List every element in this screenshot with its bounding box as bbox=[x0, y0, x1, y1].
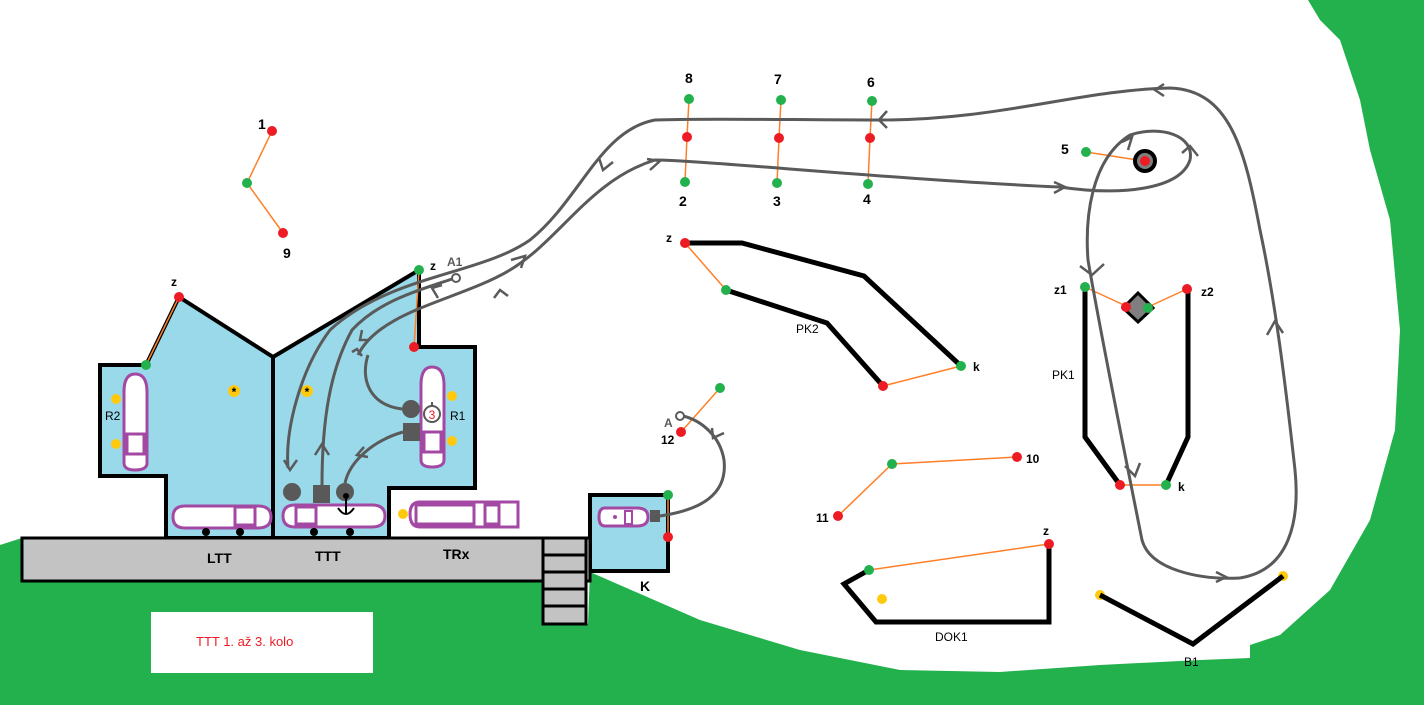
route-square-r1 bbox=[343, 430, 404, 484]
svg-text:*: * bbox=[305, 385, 310, 399]
zone-marker-r2: * bbox=[228, 385, 240, 399]
anchor-icon bbox=[337, 493, 355, 515]
svg-text:k: k bbox=[973, 360, 980, 374]
route-arrows bbox=[282, 82, 1285, 584]
gate-label-12: 12 bbox=[661, 433, 675, 447]
gate-label-2: 2 bbox=[679, 193, 687, 209]
pier-label-ttt: TTT bbox=[315, 548, 341, 564]
svg-text:z: z bbox=[666, 231, 672, 245]
start-positions bbox=[283, 400, 660, 522]
gate-labels: 1 9 8 7 6 2 3 4 5 10 11 12 bbox=[258, 70, 1069, 525]
start-point-a1 bbox=[451, 273, 461, 283]
pk1-line-left bbox=[1082, 287, 1123, 487]
start-label-a: A bbox=[664, 416, 673, 430]
route-outbound bbox=[356, 129, 1241, 580]
route-k bbox=[659, 414, 726, 518]
course-label-pk1: PK1 bbox=[1052, 368, 1075, 382]
gate-label-10: 10 bbox=[1026, 452, 1040, 466]
gate-label-11: 11 bbox=[816, 511, 829, 525]
turn-mark-5 bbox=[1133, 149, 1157, 173]
gate-label-6: 6 bbox=[867, 74, 875, 90]
route-return bbox=[286, 86, 1298, 580]
berth-label-r2: R2 bbox=[105, 409, 121, 423]
race-route bbox=[286, 86, 1298, 580]
pier-label-ltt: LTT bbox=[207, 550, 232, 566]
round-note-text: TTT 1. až 3. kolo bbox=[196, 634, 294, 649]
course-labels: z z z z k k z1 z2 PK2 PK1 DOK1 B1 bbox=[171, 231, 1214, 669]
main-pier bbox=[20, 536, 592, 583]
boat-r2 bbox=[122, 372, 149, 472]
svg-text:z: z bbox=[171, 275, 177, 289]
course-label-b1: B1 bbox=[1184, 655, 1199, 669]
start-point-a bbox=[675, 411, 685, 421]
pk2-line-inner bbox=[725, 287, 885, 388]
start-circle-r1 bbox=[402, 400, 420, 418]
round-note-box: TTT 1. až 3. kolo bbox=[151, 612, 373, 673]
course-lines bbox=[685, 240, 1285, 647]
gate-label-9: 9 bbox=[283, 245, 291, 261]
pk2-line-outer bbox=[685, 240, 963, 368]
red-buoys bbox=[174, 126, 1192, 549]
berth-labels: R2 R1 A1 A bbox=[105, 255, 673, 430]
boat-k bbox=[597, 506, 650, 528]
pier-label-k: K bbox=[640, 578, 650, 594]
b1-line bbox=[1098, 574, 1285, 647]
pk1-line-right bbox=[1163, 289, 1191, 487]
svg-text:z2: z2 bbox=[1201, 285, 1214, 299]
pier-labels: LTT TTT TRx K bbox=[207, 546, 650, 594]
boat-ltt bbox=[171, 504, 273, 536]
start-circle-1 bbox=[283, 483, 301, 501]
svg-text:z: z bbox=[430, 259, 436, 273]
svg-text:*: * bbox=[232, 385, 237, 399]
start-square-r1 bbox=[403, 423, 420, 441]
route-r1 bbox=[363, 354, 403, 411]
zone-marker-r1: * bbox=[301, 385, 313, 399]
svg-text:z1: z1 bbox=[1054, 283, 1067, 297]
green-buoys bbox=[141, 94, 1171, 575]
svg-text:k: k bbox=[1178, 480, 1185, 494]
start-label-a1: A1 bbox=[447, 255, 463, 269]
gate-label-1: 1 bbox=[258, 116, 266, 132]
start-circle-2 bbox=[336, 483, 354, 501]
timer-count: 3 bbox=[429, 408, 436, 422]
berth-label-r1: R1 bbox=[450, 409, 466, 423]
svg-text:z: z bbox=[1043, 524, 1049, 538]
gate-label-5: 5 bbox=[1061, 141, 1069, 157]
gate-label-7: 7 bbox=[774, 71, 782, 87]
pier-k-water bbox=[588, 493, 670, 573]
gate-label-8: 8 bbox=[685, 70, 693, 86]
boat-ttt bbox=[281, 503, 387, 536]
route-a1 bbox=[320, 276, 456, 486]
gate-label-3: 3 bbox=[773, 193, 781, 209]
pier-label-trx: TRx bbox=[443, 546, 470, 562]
course-label-pk2: PK2 bbox=[796, 322, 819, 336]
start-square-k bbox=[650, 510, 660, 522]
course-label-dok1: DOK1 bbox=[935, 630, 968, 644]
gate-label-4: 4 bbox=[863, 191, 871, 207]
pier-steps bbox=[541, 536, 588, 626]
dok1-line bbox=[840, 544, 1052, 625]
timer-icon: 3 bbox=[423, 402, 441, 423]
start-square-1 bbox=[313, 485, 330, 503]
boat-trx bbox=[408, 500, 520, 529]
